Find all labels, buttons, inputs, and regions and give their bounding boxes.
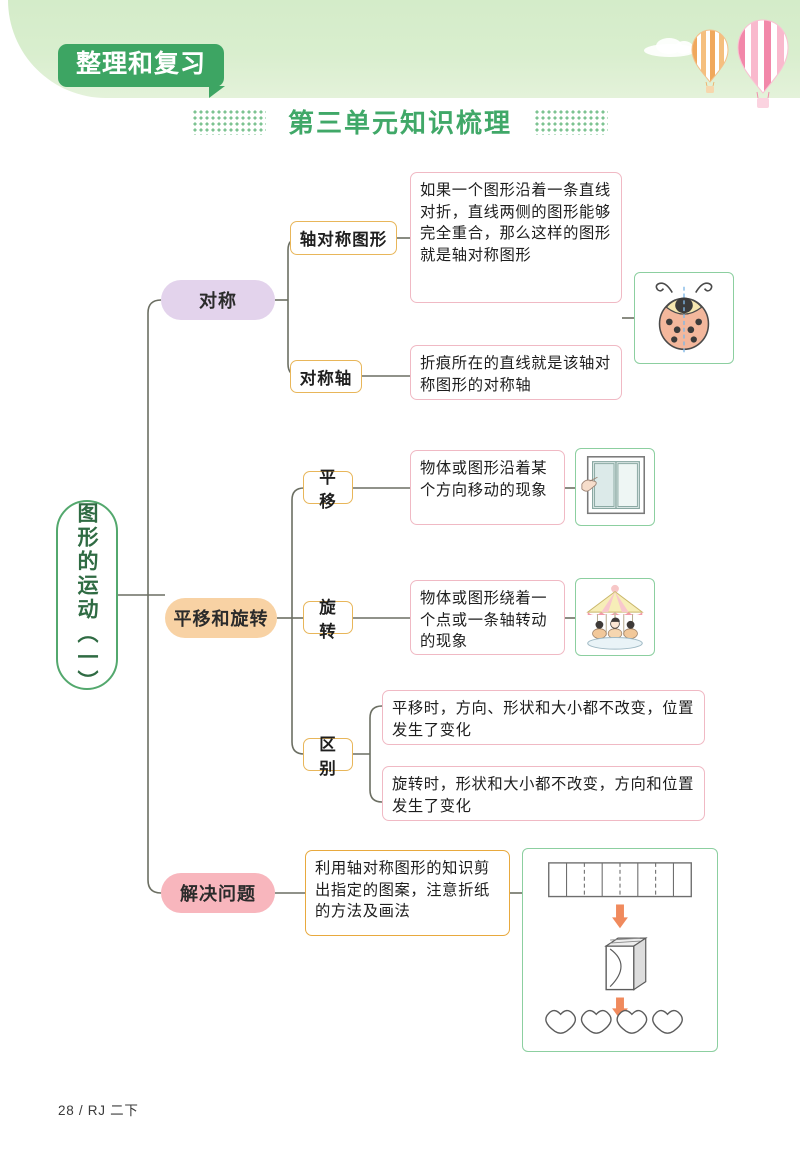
ladybug-symmetry-illustration xyxy=(634,272,734,364)
card-translation-definition: 物体或图形沿着某个方向移动的现象 xyxy=(410,450,565,525)
mindmap-node-axisymmetric-figure[interactable]: 轴对称图形 xyxy=(290,221,397,255)
mindmap-root-node[interactable]: 图形的运动（一） xyxy=(56,500,118,694)
paper-fold-hearts-illustration xyxy=(522,848,718,1052)
card-translation-difference: 平移时，方向、形状和大小都不改变，位置发生了变化 xyxy=(382,690,705,745)
card-problem-solving-method: 利用轴对称图形的知识剪出指定的图案，注意折纸的方法及画法 xyxy=(305,850,510,936)
mindmap-branch-translation-rotation[interactable]: 平移和旋转 xyxy=(165,598,277,638)
card-rotation-definition: 物体或图形绕着一个点或一条轴转动的现象 xyxy=(410,580,565,655)
mindmap-node-axis-of-symmetry[interactable]: 对称轴 xyxy=(290,360,362,393)
page-footer: 28 / RJ 二下 xyxy=(58,1103,139,1118)
mindmap-branch-symmetry[interactable]: 对称 xyxy=(161,280,275,320)
cloud-icon xyxy=(675,41,693,54)
section-title: 第三单元知识梳理 xyxy=(287,108,512,138)
hot-air-balloon-pink-icon xyxy=(737,19,789,108)
page-tag-label: 整理和复习 xyxy=(58,44,226,98)
mindmap-node-difference[interactable]: 区别 xyxy=(303,735,353,778)
mindmap-node-translation[interactable]: 平移 xyxy=(303,468,353,511)
section-heading: 第三单元知识梳理 xyxy=(0,103,800,140)
mindmap-node-rotation[interactable]: 旋转 xyxy=(303,598,353,641)
carousel-illustration xyxy=(575,578,655,656)
down-arrow-icon xyxy=(612,904,628,929)
hot-air-balloon-orange-icon xyxy=(691,29,729,93)
sliding-window-illustration xyxy=(575,448,655,526)
card-axisymmetric-figure-definition: 如果一个图形沿着一条直线对折，直线两侧的图形能够完全重合，那么这样的图形就是轴对… xyxy=(410,172,622,303)
mindmap-branch-problem-solving[interactable]: 解决问题 xyxy=(161,873,275,913)
dot-grid-decoration-right xyxy=(534,108,608,135)
card-rotation-difference: 旋转时，形状和大小都不改变，方向和位置发生了变化 xyxy=(382,766,705,821)
card-axis-of-symmetry-definition: 折痕所在的直线就是该轴对称图形的对称轴 xyxy=(410,345,622,400)
dot-grid-decoration-left xyxy=(191,108,266,135)
